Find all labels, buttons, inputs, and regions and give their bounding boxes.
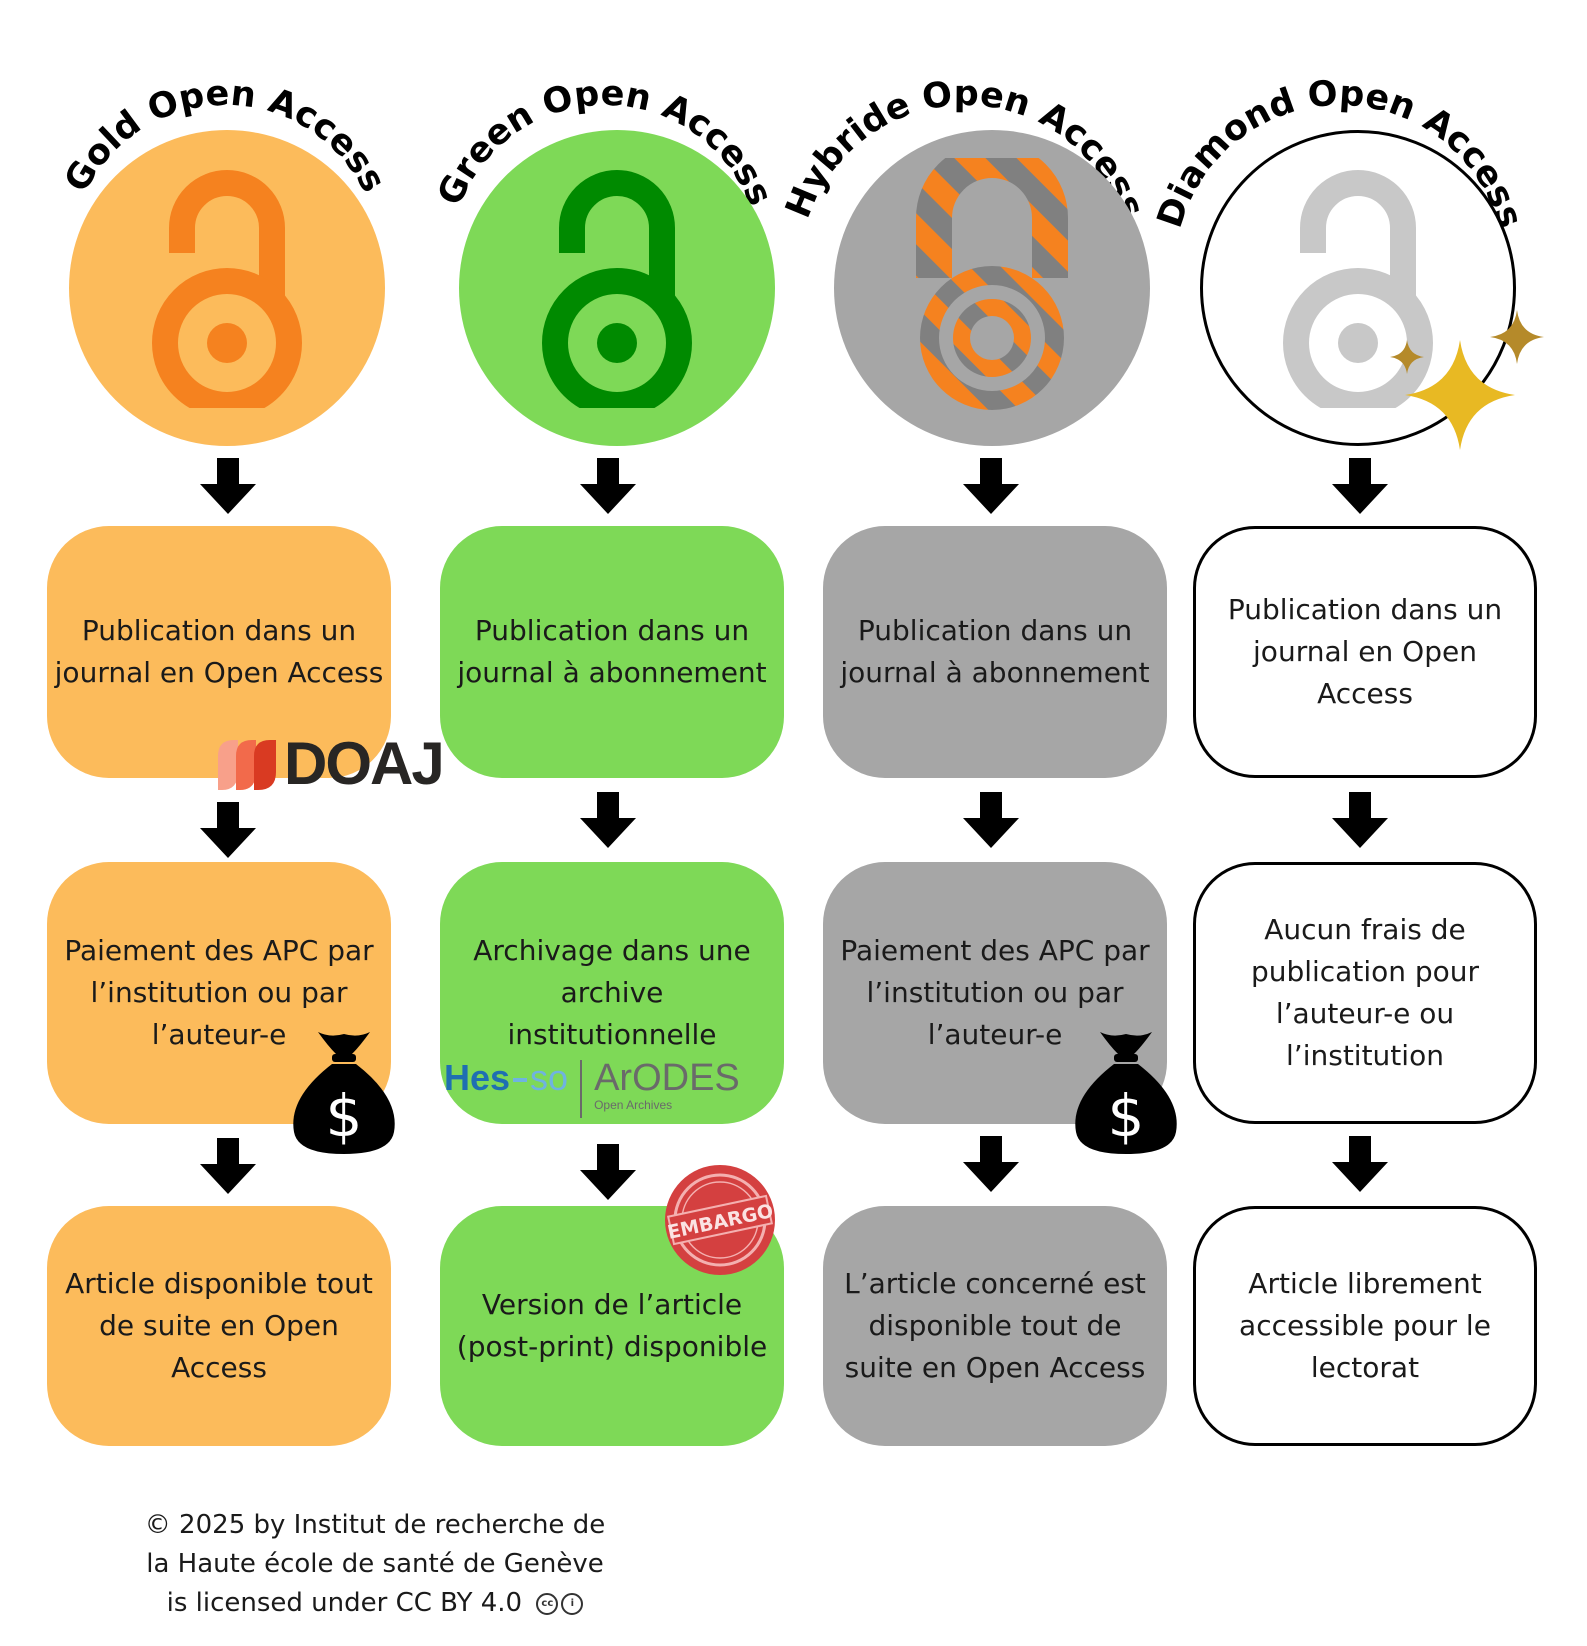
arodes-subtitle: Open Archives	[594, 1098, 673, 1112]
arrow-down-icon	[1332, 1136, 1388, 1192]
arrow-down-icon	[200, 802, 256, 858]
embargo-stamp-icon: EMBARGO	[665, 1165, 775, 1275]
hybrid-step-1: Publication dans un journal à abonnement	[823, 526, 1167, 778]
hybrid-circle	[834, 130, 1150, 446]
license-line-1: © 2025 by Institut de recherche de	[144, 1510, 606, 1540]
green-step-3: Version de l’article (post-print) dispon…	[440, 1206, 784, 1446]
diamond-step-2: Aucun frais de publication pour l’auteur…	[1193, 862, 1537, 1124]
logo-divider	[580, 1060, 583, 1118]
arrow-down-icon	[200, 458, 256, 514]
hesso-arodes-logo: Hes so ArODES Open Archives	[444, 1058, 774, 1118]
hesso-dash	[513, 1078, 528, 1082]
hybrid-striped-lock-icon	[916, 158, 1068, 410]
hybrid-step-2: Paiement des APC par l’institution ou pa…	[823, 862, 1167, 1124]
gold-circle	[69, 130, 385, 446]
license-line-3: is licensed under CC BY 4.0	[166, 1588, 523, 1618]
cc-license-icons: cc i	[536, 1592, 584, 1615]
money-bag-icon: $	[1075, 1032, 1177, 1154]
arrow-down-icon	[1332, 458, 1388, 514]
cc-icon: cc	[536, 1592, 559, 1615]
arrow-down-icon	[963, 792, 1019, 848]
arodes-wordmark: ArODES	[594, 1057, 740, 1099]
arrow-down-icon	[963, 1136, 1019, 1192]
gold-step-3: Article disponible tout de suite en Open…	[47, 1206, 391, 1446]
doaj-logo: DOAJ	[214, 730, 445, 797]
green-step-2: Archivage dans une archive institutionne…	[440, 862, 784, 1124]
small-sparkle-icon	[1490, 310, 1544, 364]
gold-step-1: Publication dans un journal en Open Acce…	[47, 526, 391, 778]
diamond-step-1: Publication dans un journal en Open Acce…	[1193, 526, 1537, 778]
arrow-down-icon	[963, 458, 1019, 514]
doaj-wordmark: DOAJ	[284, 730, 445, 797]
arrow-down-icon	[580, 458, 636, 514]
diamond-open-lock-icon	[1283, 170, 1433, 408]
hybrid-step-3: L’article concerné est disponible tout d…	[823, 1206, 1167, 1446]
gold-open-lock-icon	[152, 170, 302, 408]
money-bag-icon: $	[293, 1032, 395, 1154]
license-line-2: la Haute école de santé de Genève	[146, 1549, 604, 1579]
tiny-sparkle-icon	[1390, 340, 1424, 374]
arrow-down-icon	[1332, 792, 1388, 848]
green-open-lock-icon	[542, 170, 692, 408]
green-circle	[459, 130, 775, 446]
svg-text:$: $	[326, 1082, 363, 1150]
diamond-step-3: Article librement accessible pour le lec…	[1193, 1206, 1537, 1446]
green-step-1: Publication dans un journal à abonnement	[440, 526, 784, 778]
license-notice: © 2025 by Institut de recherche de la Ha…	[140, 1506, 610, 1623]
svg-text:$: $	[1108, 1082, 1145, 1150]
license-line-3-wrap: is licensed under CC BY 4.0 cc i	[140, 1584, 610, 1623]
hesso-wordmark-left: Hes	[444, 1057, 511, 1098]
cc-by-icon: i	[561, 1592, 584, 1615]
arrow-down-icon	[580, 1144, 636, 1200]
arrow-down-icon	[580, 792, 636, 848]
large-sparkle-icon	[1405, 340, 1515, 450]
arrow-down-icon	[200, 1138, 256, 1194]
doaj-leaves-icon	[218, 740, 276, 790]
hesso-wordmark-right: so	[530, 1057, 569, 1098]
